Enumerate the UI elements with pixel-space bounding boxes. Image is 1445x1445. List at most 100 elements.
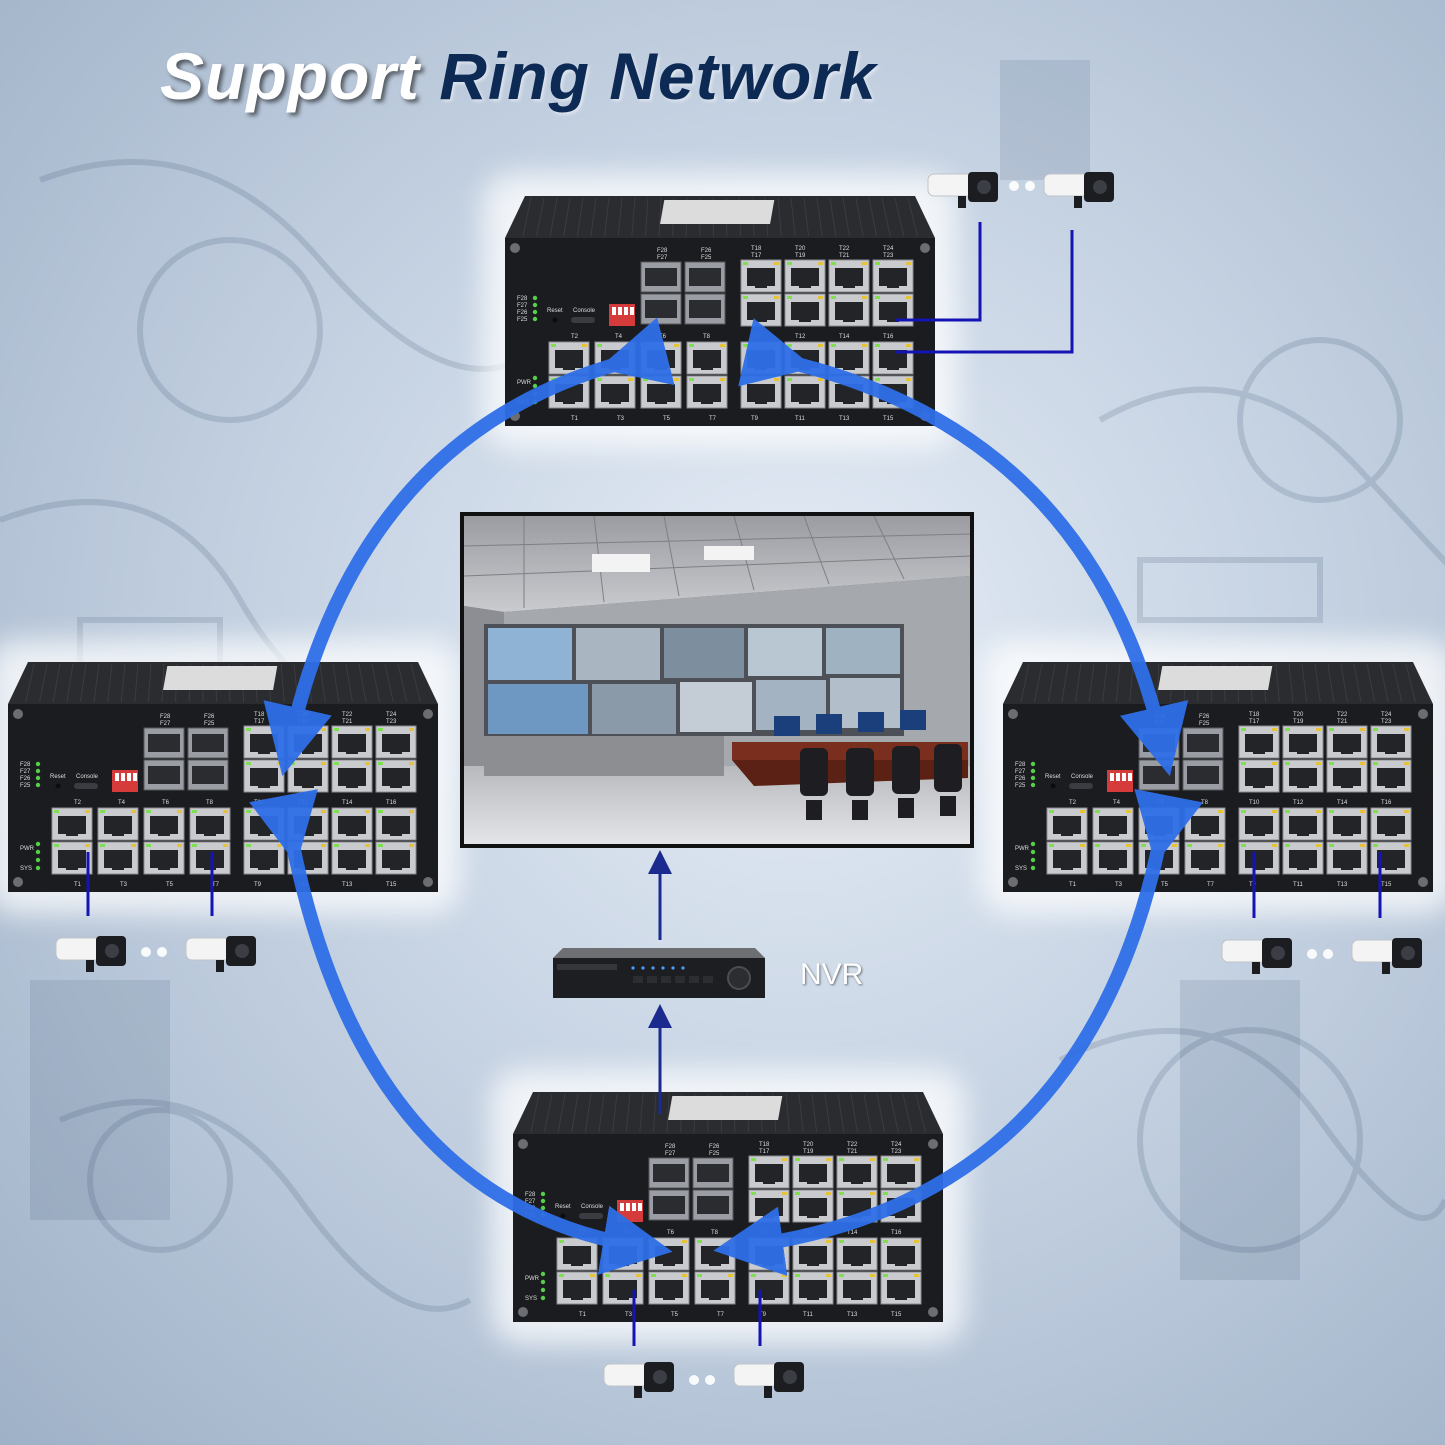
port-label: T24 [1381, 712, 1392, 718]
port-label: T19 [1293, 719, 1304, 725]
port-label: T17 [751, 253, 762, 259]
ring-arrow-top-right [738, 318, 1189, 777]
port-label: T21 [1337, 719, 1348, 725]
console-port[interactable] [1069, 783, 1093, 789]
port-label: T12 [1293, 800, 1304, 806]
sfp-label: F26 [1199, 714, 1210, 720]
port-label: T18 [254, 712, 265, 718]
port-label: T22 [1337, 712, 1348, 718]
camera-icon [1043, 172, 1114, 208]
page-title: Support Ring Network [160, 38, 877, 114]
port-label: T6 [162, 800, 170, 806]
product-label [163, 666, 278, 690]
port-label: T18 [1249, 712, 1260, 718]
port-label: T5 [671, 1312, 679, 1318]
led-label: F26 [1015, 776, 1026, 782]
ellipsis-dot [1025, 181, 1035, 191]
ellipsis-dot [1307, 949, 1317, 959]
reset-label: Reset [50, 774, 66, 780]
camera-icon [733, 1362, 804, 1398]
port-label: T20 [1293, 712, 1304, 718]
port-label: T19 [795, 253, 806, 259]
ellipsis-dot [1323, 949, 1333, 959]
sfp-label: F26 [701, 248, 712, 254]
led-label: F27 [517, 303, 528, 309]
port-label: T23 [1381, 719, 1392, 725]
port-label: T7 [717, 1312, 725, 1318]
sfp-label: F27 [160, 721, 171, 727]
port-label: T5 [166, 882, 174, 888]
led-label: F27 [20, 769, 31, 775]
status-led [35, 775, 41, 781]
port-label: T17 [1249, 719, 1260, 725]
camera-icon [185, 936, 256, 972]
console-label: Console [1071, 774, 1094, 780]
port-label: T7 [1207, 882, 1215, 888]
console-label: Console [76, 774, 99, 780]
status-led [35, 865, 41, 871]
port-label: T14 [1337, 800, 1348, 806]
sfp-label: F28 [657, 248, 668, 254]
ring-arrow-bottom-right [713, 788, 1204, 1277]
port-label: T1 [74, 882, 82, 888]
port-label: T8 [1201, 800, 1209, 806]
port-label: T11 [803, 1312, 814, 1318]
camera-icon [603, 1362, 674, 1398]
port-label: T7 [709, 416, 717, 422]
reset-label: Reset [1045, 774, 1061, 780]
port-label: T16 [1381, 800, 1392, 806]
status-led [1030, 782, 1036, 788]
link-camera-top-2 [896, 230, 1074, 354]
sfp-label: F26 [204, 714, 215, 720]
port-label: T17 [254, 719, 265, 725]
pwr-label: PWR [525, 1276, 540, 1282]
status-led [532, 295, 538, 301]
console-port[interactable] [74, 783, 98, 789]
status-led [35, 849, 41, 855]
status-led [35, 857, 41, 863]
ellipsis-dot [157, 947, 167, 957]
port-label: T2 [74, 800, 82, 806]
status-led [35, 841, 41, 847]
status-led [35, 782, 41, 788]
sfp-label: F25 [204, 721, 215, 727]
port-label: T8 [206, 800, 214, 806]
status-led [35, 761, 41, 767]
led-label: F28 [517, 296, 528, 302]
port-label: T10 [1249, 800, 1260, 806]
port-label: T21 [839, 253, 850, 259]
ellipsis-dot [705, 1375, 715, 1385]
status-led [532, 302, 538, 308]
reset-button[interactable] [55, 783, 61, 789]
led-label: F26 [20, 776, 31, 782]
pwr-label: PWR [20, 846, 35, 852]
ring-arrow-bottom-left [249, 789, 673, 1275]
port-label: T7 [212, 882, 220, 888]
port-label: T4 [118, 800, 126, 806]
led-label: F28 [20, 762, 31, 768]
port-label: T23 [883, 253, 894, 259]
port-label: T9 [759, 1312, 767, 1318]
led-label: F25 [1015, 783, 1026, 789]
led-label: F26 [517, 310, 528, 316]
ellipsis-dot [1009, 181, 1019, 191]
ellipsis-dot [689, 1375, 699, 1385]
reset-button[interactable] [1050, 783, 1056, 789]
port-label: T15 [1381, 882, 1392, 888]
port-label: T24 [883, 246, 894, 252]
port-label: T11 [1293, 882, 1304, 888]
sys-label: SYS [20, 866, 32, 872]
sfp-label: F27 [657, 255, 668, 261]
status-led [540, 1279, 546, 1285]
sfp-label: F28 [160, 714, 171, 720]
port-label: T20 [795, 246, 806, 252]
port-label: T8 [703, 334, 711, 340]
status-led [540, 1295, 546, 1301]
ellipsis-dot [141, 947, 151, 957]
product-label [660, 200, 775, 224]
title-word-support: Support [160, 39, 420, 113]
camera-icon [1221, 938, 1292, 974]
sys-label: SYS [525, 1296, 537, 1302]
